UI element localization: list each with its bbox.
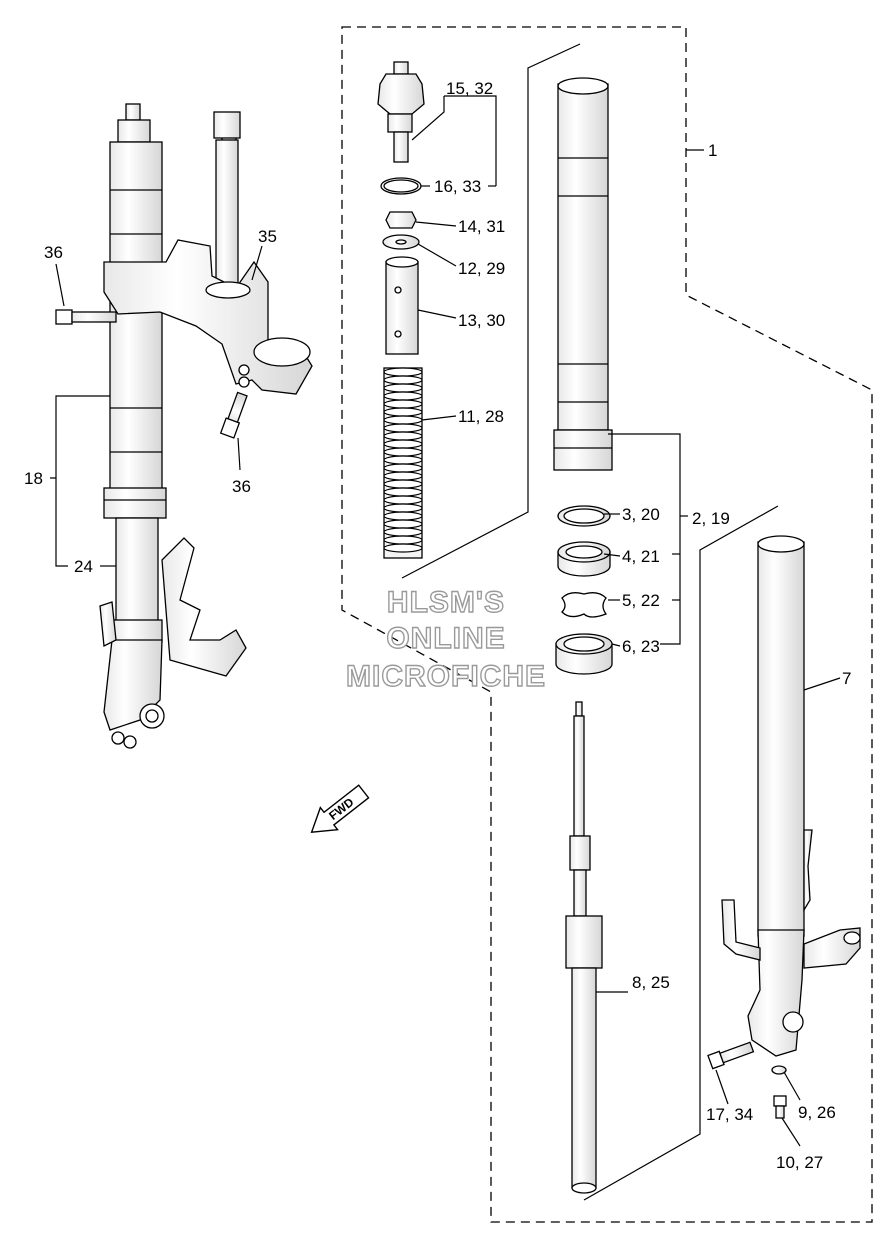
callout-35: 35	[258, 227, 277, 246]
callout-5-22: 5, 22	[622, 591, 660, 610]
callout-9-26: 9, 26	[798, 1103, 836, 1122]
right-leaders	[603, 149, 704, 647]
callout-1: 1	[708, 141, 717, 160]
watermark-line-3: MICROFICHE	[346, 660, 546, 693]
watermark-line-2: ONLINE	[386, 622, 505, 655]
spring-coil	[383, 543, 423, 553]
spring-coil	[383, 511, 423, 521]
spring-coil	[383, 527, 423, 537]
callout-4-21: 4, 21	[622, 547, 660, 566]
spring-coil	[383, 391, 423, 401]
spring-coil	[383, 399, 423, 409]
assembled-fork	[55, 103, 313, 749]
spring-coil	[383, 463, 423, 473]
callout-13-30: 13, 30	[458, 311, 505, 330]
callout-12-29: 12, 29	[458, 259, 505, 278]
assembly-boundary	[341, 26, 873, 1223]
spring-coil	[383, 423, 423, 433]
outer-tube	[707, 535, 861, 1119]
inner-tube-parts	[553, 77, 613, 675]
callout-10-27: 10, 27	[776, 1153, 823, 1172]
callout-14-31: 14, 31	[458, 217, 505, 236]
callout-2-19: 2, 19	[692, 509, 730, 528]
callout-17-34: 17, 34	[706, 1105, 753, 1124]
spring-coil	[383, 503, 423, 513]
spring-coil	[383, 375, 423, 385]
center-leaders	[401, 43, 581, 579]
watermark-line-1: HLSM'S	[387, 586, 505, 619]
spring-coils	[383, 367, 423, 553]
forward-direction-arrow: FWD	[310, 784, 370, 833]
damper-rod	[565, 701, 603, 1194]
callout-24: 24	[74, 557, 93, 576]
callout-11-28: 11, 28	[458, 407, 504, 426]
callout-18: 18	[24, 469, 43, 488]
spring-coil	[383, 431, 423, 441]
outer-leaders	[715, 677, 841, 1147]
callout-16-33: 16, 33	[434, 177, 481, 196]
spring-coil	[383, 455, 423, 465]
callout-labels: 1 2, 19 3, 20 4, 21 5, 22 6, 23 7 8, 25 …	[24, 79, 851, 1172]
callout-6-23: 6, 23	[622, 637, 660, 656]
spring-coil	[383, 439, 423, 449]
callout-15-32: 15, 32	[446, 79, 493, 98]
spring-coil	[383, 535, 423, 545]
rod-leaders	[583, 505, 779, 1201]
spring-coil	[383, 495, 423, 505]
spring-coil	[383, 487, 423, 497]
spring-coil	[383, 519, 423, 529]
spring-coil	[383, 367, 423, 377]
callout-36-top: 36	[44, 243, 63, 262]
callout-3-20: 3, 20	[622, 505, 660, 524]
spring-coil	[383, 471, 423, 481]
spring-coil	[383, 479, 423, 489]
spring-coil	[383, 415, 423, 425]
callout-8-25: 8, 25	[632, 973, 670, 992]
spring-coil	[383, 407, 423, 417]
spring-coil	[383, 447, 423, 457]
callout-36-bottom: 36	[232, 477, 251, 496]
callout-7: 7	[842, 669, 851, 688]
left-leaders	[50, 245, 263, 567]
spring-coil	[383, 383, 423, 393]
